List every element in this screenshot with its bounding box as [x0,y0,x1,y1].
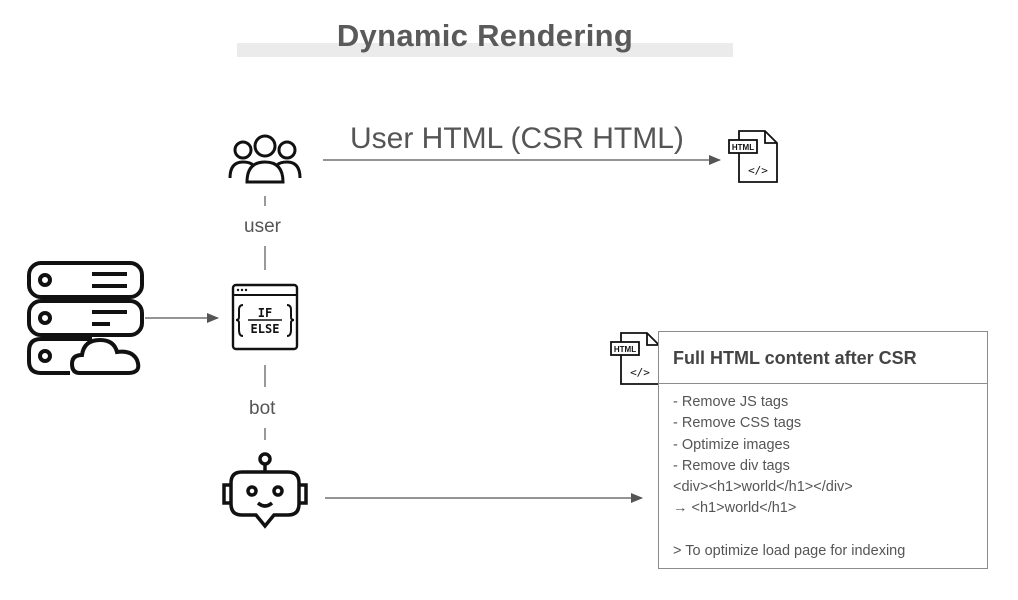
svg-text:HTML: HTML [614,345,636,354]
result-box: Full HTML content after CSR - Remove JS … [658,331,988,569]
svg-text:</>: </> [748,164,768,177]
result-line: > To optimize load page for indexing [673,543,906,560]
diagram-title: Dynamic Rendering [336,18,634,53]
user-html-edge-label: User HTML (CSR HTML) [350,122,684,155]
svg-text:HTML: HTML [732,143,754,152]
result-box-header: Full HTML content after CSR [659,332,987,384]
svg-text:</>: </> [630,366,650,379]
server-cloud-icon [27,261,144,375]
result-line: <div><h1>world</h1></div> [673,479,853,496]
result-line: - Optimize images [673,436,790,453]
users-icon [228,134,302,184]
html-file-icon: HTML </> [728,130,778,183]
result-line [673,520,905,541]
result-line: - Remove CSS tags [673,415,802,432]
result-line: - Remove JS tags [673,394,789,410]
result-box-body: - Remove JS tags - Remove CSS tags - Opt… [673,392,905,562]
result-html-file-icon: HTML </> [610,332,660,385]
result-line: - Remove div tags [673,457,790,474]
result-box-title: Full HTML content after CSR [673,348,917,368]
svg-text:IF: IF [258,306,272,320]
result-line: → <h1>world</h1> [673,500,797,517]
if-else-icon: IF ELSE [231,283,299,351]
user-edge-label: user [244,216,281,237]
title-underline [237,43,733,57]
bot-edge-label: bot [249,398,276,419]
bot-icon [222,452,308,529]
svg-text:ELSE: ELSE [251,322,280,336]
